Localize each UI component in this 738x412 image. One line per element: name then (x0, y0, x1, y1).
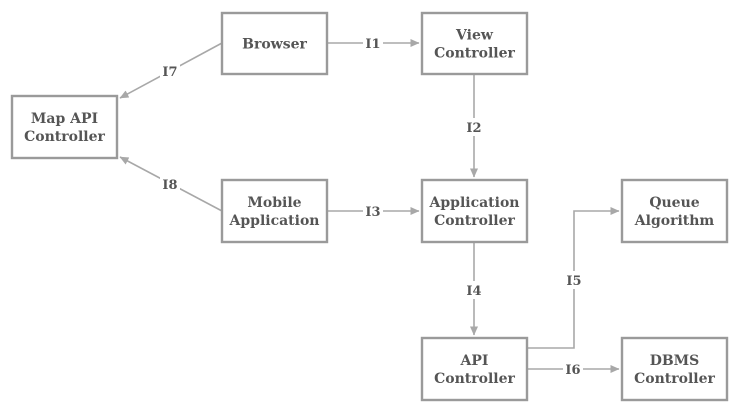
edge-label-text: I1 (365, 37, 380, 52)
edge-label-background (363, 202, 383, 220)
edge-label-background (563, 360, 583, 378)
node-box (620, 336, 729, 402)
node-label-line: Queue (649, 195, 699, 211)
edge-label-background (464, 281, 484, 299)
node-label-line: Controller (634, 371, 715, 387)
edge-label-text: I3 (365, 205, 380, 220)
edge-label-i2: I2 (464, 118, 484, 136)
edge-label-i8: I8 (160, 175, 180, 193)
edge-label-i6: I6 (563, 360, 583, 378)
edge-label-background (363, 34, 383, 52)
node-box (220, 11, 329, 76)
node-box (420, 336, 529, 402)
edge-label-i4: I4 (464, 281, 484, 299)
edge-label-i3: I3 (363, 202, 383, 220)
edge-label-background (464, 118, 484, 136)
node-label-line: API (460, 353, 489, 369)
edge-label-i7: I7 (160, 62, 180, 80)
node-label-line: Application (229, 213, 320, 229)
edge-label-text: I5 (566, 274, 581, 289)
node-box (420, 11, 529, 76)
edge-label-background (160, 175, 180, 193)
node-box (620, 178, 729, 244)
node-label-line: Mobile (247, 195, 301, 211)
node-dbms: DBMS Controller (620, 336, 729, 402)
node-label-line: View (455, 28, 494, 44)
edge-label-text: I8 (162, 178, 177, 193)
node-box (220, 178, 329, 244)
edge-label-text: I2 (466, 121, 481, 136)
node-box (10, 94, 119, 160)
node-label-line: Algorithm (634, 213, 715, 229)
node-box (420, 178, 529, 244)
edge-label-background (564, 271, 584, 289)
node-label-line: Controller (434, 46, 515, 62)
edge-label-background (160, 62, 180, 80)
edge-label-text: I6 (565, 363, 580, 378)
node-label-line: Controller (24, 129, 105, 145)
node-browser: Browser (220, 11, 329, 76)
edge-label-text: I7 (162, 65, 177, 80)
node-label-line: Map API (31, 111, 98, 127)
node-label-line: Application (429, 195, 520, 211)
node-label-line: Browser (242, 37, 307, 53)
edge-label-i5: I5 (564, 271, 584, 289)
node-label-line: Controller (434, 371, 515, 387)
edge-label-text: I4 (466, 284, 481, 299)
node-api: API Controller (420, 336, 529, 402)
node-map: Map API Controller (10, 94, 119, 160)
node-label-line: Controller (434, 213, 515, 229)
node-label-line: DBMS (650, 353, 700, 369)
edge-label-i1: I1 (363, 34, 383, 52)
